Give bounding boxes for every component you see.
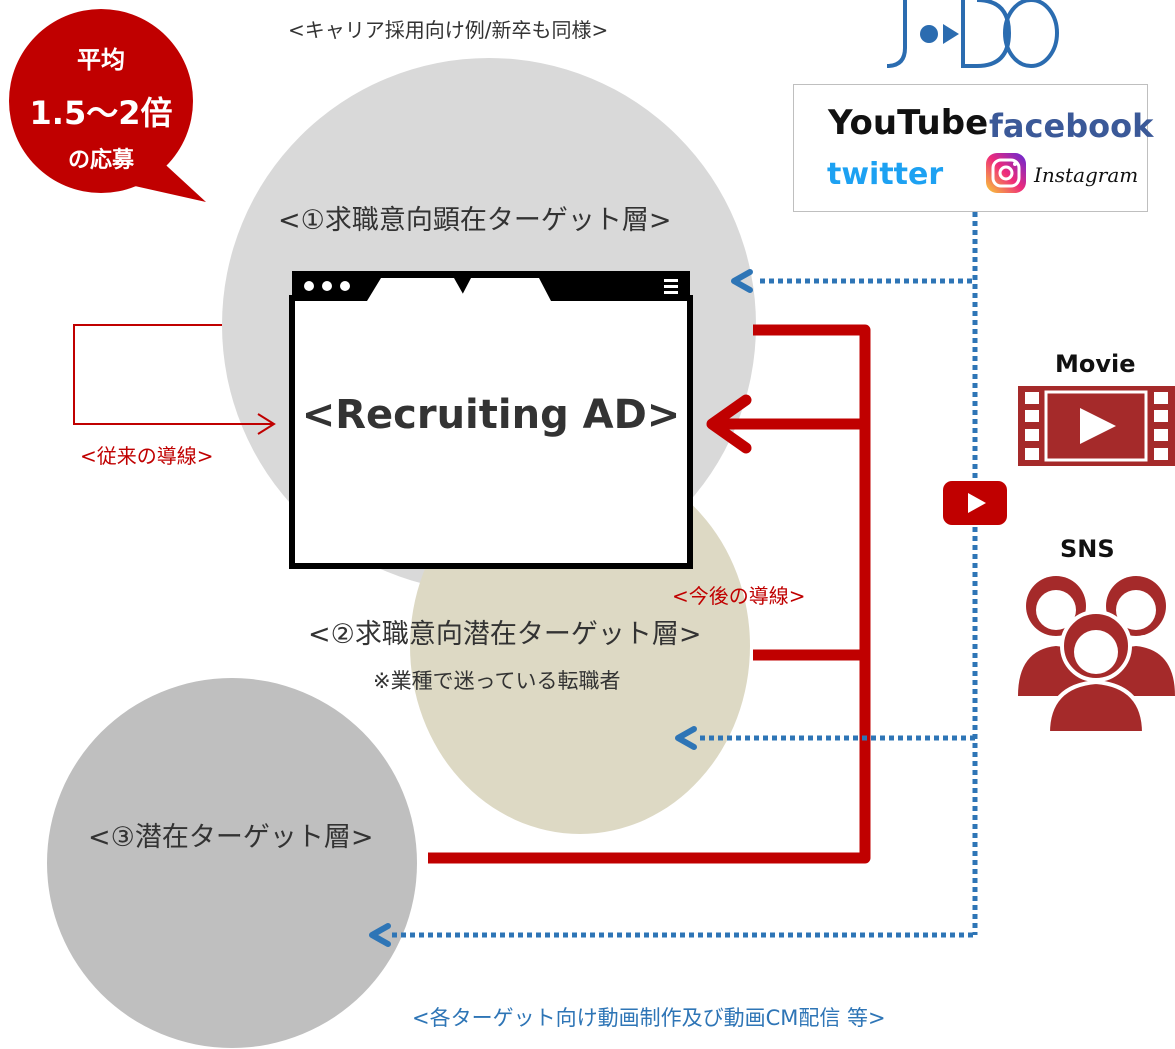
new-flow-label: <今後の導線> bbox=[672, 584, 806, 608]
badge-line3: の応募 bbox=[67, 148, 134, 173]
video-arrow-1 bbox=[731, 269, 753, 293]
new-flow-line bbox=[428, 324, 871, 864]
users-icon bbox=[1018, 576, 1175, 733]
twitter-logo: twitter bbox=[827, 157, 944, 192]
recruiting-ad-label: <Recruiting AD> bbox=[301, 392, 681, 438]
facebook-logo: facebook bbox=[989, 107, 1154, 145]
new-flow-arrowhead bbox=[706, 394, 752, 454]
layer3-circle bbox=[47, 678, 417, 1048]
browser-window-icon bbox=[289, 271, 693, 569]
sns-platform-box: YouTube facebook twitter Instagram bbox=[793, 84, 1153, 212]
youtube-logo: YouTube bbox=[828, 103, 989, 143]
film-icon bbox=[1018, 386, 1175, 466]
layer2-label: <②求職意向潜在ターゲット層> bbox=[308, 619, 702, 650]
video-arrow-2 bbox=[675, 726, 697, 750]
layer3-label: <③潜在ターゲット層> bbox=[88, 822, 374, 853]
jdo-logo bbox=[886, 0, 1059, 68]
sns-label: SNS bbox=[1060, 535, 1115, 563]
video-flow-label: <各ターゲット向け動画制作及び動画CM配信 等> bbox=[412, 1006, 886, 1030]
header-note: <キャリア採用向け例/新卒も同様> bbox=[288, 18, 609, 42]
badge-line1: 平均 bbox=[77, 46, 125, 74]
old-flow-line bbox=[73, 324, 272, 425]
old-flow-label: <従来の導線> bbox=[80, 444, 214, 468]
video-arrow-3 bbox=[369, 923, 391, 947]
instagram-logo: Instagram bbox=[1034, 163, 1139, 187]
movie-label: Movie bbox=[1055, 350, 1136, 378]
badge-line2: 1.5〜2倍 bbox=[29, 94, 173, 132]
old-flow-arrowhead bbox=[257, 413, 276, 435]
layer2-note: ※業種で迷っている転職者 bbox=[373, 669, 621, 693]
layer1-label: <①求職意向顕在ターゲット層> bbox=[278, 205, 672, 236]
instagram-icon bbox=[986, 153, 1026, 193]
speech-bubble-icon: 平均 1.5〜2倍 の応募 bbox=[6, 6, 206, 206]
play-button-icon bbox=[943, 481, 1007, 525]
